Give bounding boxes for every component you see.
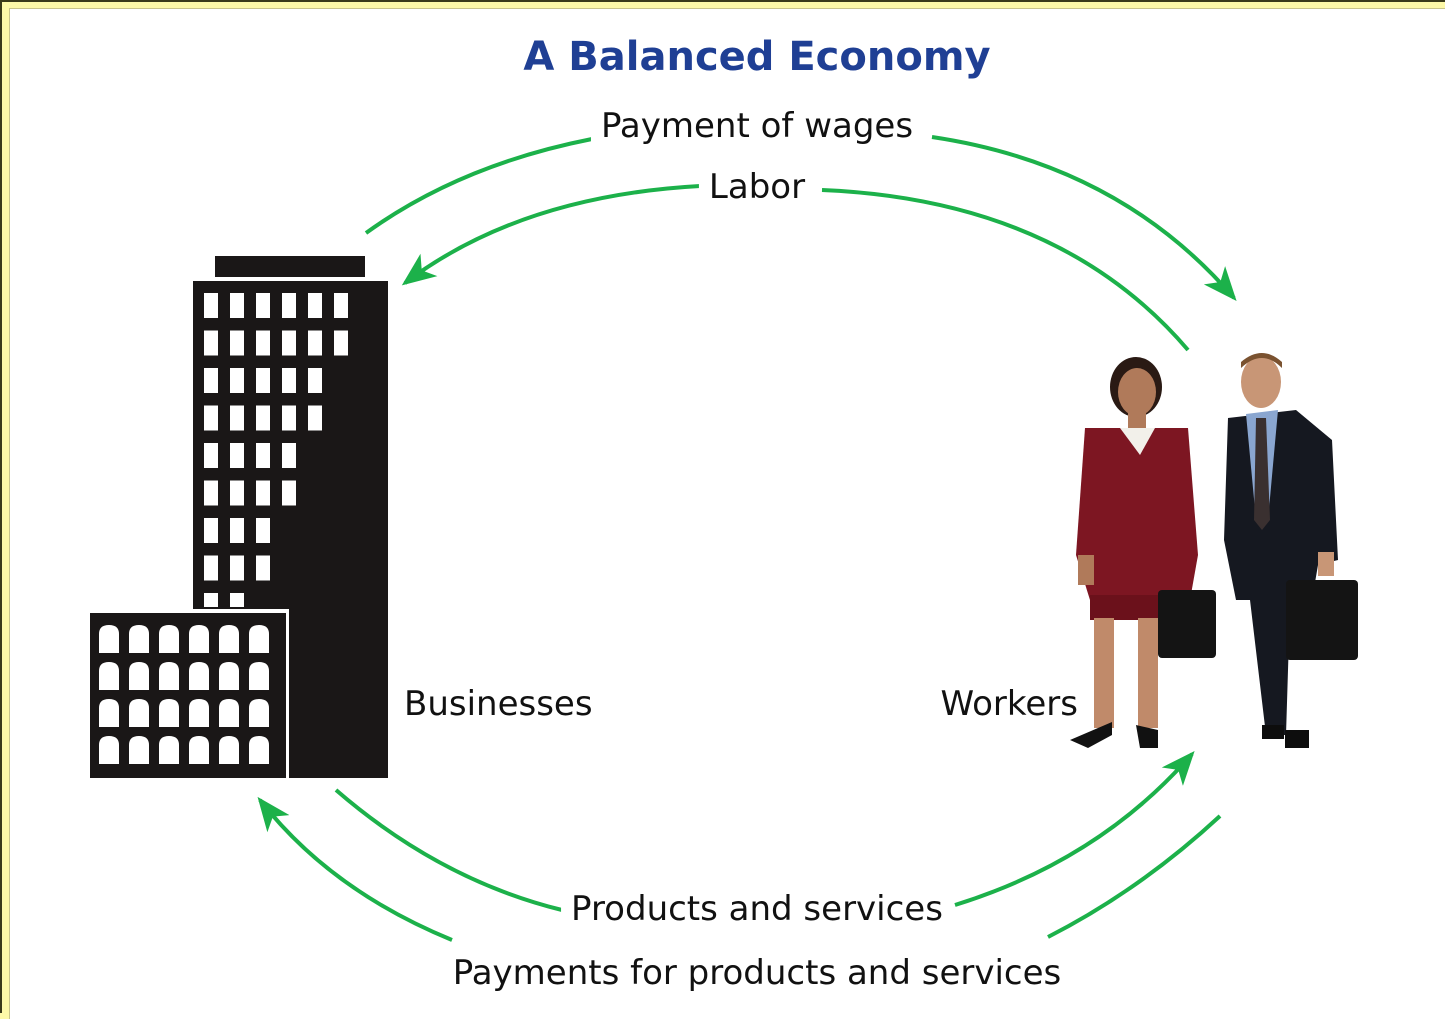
building-window [308,293,322,318]
payments-arrow [260,800,1222,942]
building-window [159,662,179,690]
building-window [256,518,270,543]
building-window [282,293,296,318]
building-window [249,736,269,764]
payments-label: Payments for products and services [453,953,1062,993]
building-window [308,405,322,431]
building-window [159,699,179,727]
building-window [204,518,218,543]
building-window [204,330,218,356]
building-window [308,330,322,356]
building-window [282,405,296,431]
workers-photo [1070,353,1358,748]
building-window [230,443,244,468]
building-window [204,593,218,607]
building-window [230,405,244,431]
building-window [219,699,239,727]
building-window [99,625,119,653]
building-window [249,662,269,690]
building-window [204,293,218,318]
building-window [219,625,239,653]
building-window [159,625,179,653]
building-window [249,699,269,727]
woman-figure [1070,357,1216,748]
building-window [189,662,209,690]
businesses-label: Businesses [404,684,593,724]
building-window [230,293,244,318]
office-building-icon [90,256,388,779]
building-window [204,368,218,393]
building-window [129,699,149,727]
building-window [282,480,296,506]
building-window [249,625,269,653]
building-window [230,518,244,543]
building-window [129,736,149,764]
building-window [129,625,149,653]
building-window [159,736,179,764]
building-window [219,662,239,690]
building-window [282,443,296,468]
building-window [230,555,244,581]
building-window [256,293,270,318]
products-label: Products and services [571,889,943,929]
building-window [99,662,119,690]
building-window [230,593,244,607]
building-window [129,662,149,690]
products-label-bg [561,887,953,931]
building-window [219,736,239,764]
building-window [282,368,296,393]
building-window [334,330,348,356]
building-window [256,443,270,468]
labor-label-bg [698,165,816,209]
building-window [99,699,119,727]
building-window [256,330,270,356]
building-window [189,699,209,727]
building-window [189,736,209,764]
wages-label-bg [590,104,924,148]
building-window [256,555,270,581]
building-window [282,330,296,356]
diagram-title: A Balanced Economy [523,34,990,80]
building-window [256,480,270,506]
payments-label-bg [442,951,1072,995]
building-window [230,330,244,356]
building-window [189,625,209,653]
building-window [204,443,218,468]
products-arrow [334,754,1192,912]
building-window [334,293,348,318]
labor-arrow [405,184,1190,352]
wages-label: Payment of wages [601,106,913,146]
building-window [99,736,119,764]
building-window [204,480,218,506]
workers-label: Workers [941,684,1079,724]
building-window [230,480,244,506]
labor-label: Labor [709,167,805,207]
building-window [256,368,270,393]
building-window [204,405,218,431]
wages-arrow [364,135,1234,298]
building-window [256,405,270,431]
building-window [204,555,218,581]
man-figure [1224,353,1358,748]
building-window [230,368,244,393]
building-window [308,368,322,393]
